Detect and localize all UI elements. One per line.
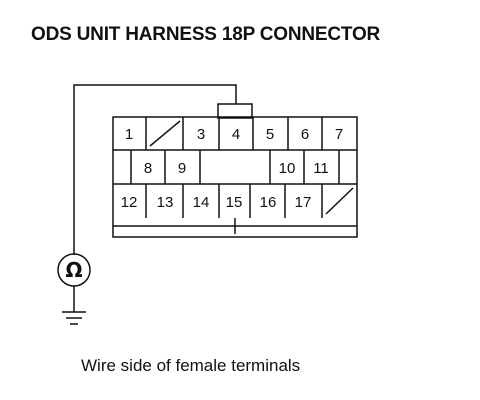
terminal-17: 17 (295, 194, 312, 211)
terminal-9: 9 (178, 160, 186, 177)
unused-cavity-mark-1 (149, 120, 181, 147)
terminal-14: 14 (193, 194, 210, 211)
terminal-15: 15 (226, 194, 243, 211)
terminal-6: 6 (301, 126, 309, 143)
terminal-3: 3 (197, 126, 205, 143)
ohm-symbol: Ω (65, 258, 82, 282)
diagram-title: ODS UNIT HARNESS 18P CONNECTOR (31, 24, 381, 45)
terminal-10: 10 (279, 160, 296, 177)
diagram-caption: Wire side of female terminals (81, 356, 301, 375)
terminal-12: 12 (121, 194, 138, 211)
locking-tab (217, 103, 253, 119)
terminal-1: 1 (125, 126, 133, 143)
terminal-7: 7 (335, 126, 343, 143)
terminal-5: 5 (266, 126, 274, 143)
unused-cavity-mark-2 (325, 187, 354, 215)
terminal-8: 8 (144, 160, 152, 177)
terminal-13: 13 (157, 194, 174, 211)
terminal-16: 16 (260, 194, 277, 211)
ground-icon (62, 286, 86, 325)
terminal-4: 4 (232, 126, 240, 143)
terminal-11: 11 (313, 160, 329, 177)
connector-body (112, 116, 358, 238)
probe-wire (73, 84, 237, 255)
